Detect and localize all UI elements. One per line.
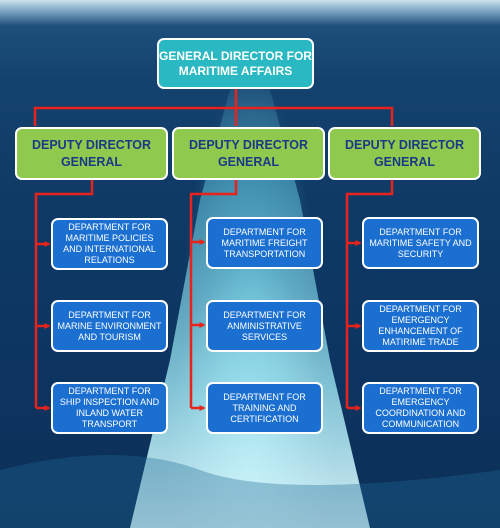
deputy-director-box-1: DEPUTY DIRECTOR GENERAL (15, 127, 168, 180)
department-box-emergency-enhancement: DEPARTMENT FOR EMERGENCY ENHANCEMENT OF … (362, 300, 479, 352)
branch-connector-1 (34, 180, 94, 408)
department-box-marine-environment: DEPARTMENT FOR MARINE ENVIRONMENT AND TO… (51, 300, 168, 352)
general-director-box: GENERAL DIRECTOR FOR MARITIME AFFAIRS (157, 38, 314, 89)
root-connector (33, 89, 394, 126)
department-box-maritime-safety: DEPARTMENT FOR MARITIME SAFETY AND SECUR… (362, 217, 479, 269)
branch-connector-3 (345, 180, 394, 408)
department-box-maritime-freight: DEPARTMENT FOR MARITIME FREIGHT TRANSPOR… (206, 217, 323, 269)
department-box-maritime-policies: DEPARTMENT FOR MARITIME POLICIES AND INT… (51, 218, 168, 270)
branch-connector-2 (189, 180, 238, 408)
deputy-director-box-2: DEPUTY DIRECTOR GENERAL (172, 127, 325, 180)
department-box-training-certification: DEPARTMENT FOR TRAINING AND CERTIFICATIO… (206, 382, 323, 434)
deputy-director-box-3: DEPUTY DIRECTOR GENERAL (328, 127, 481, 180)
department-box-ship-inspection: DEPARTMENT FOR SHIP INSPECTION AND INLAN… (51, 382, 168, 434)
department-box-administrative-services: DEPARTMENT FOR ANMINISTRATIVE SERVICES (206, 300, 323, 352)
department-box-emergency-coordination: DEPARTMENT FOR EMERGENCY COORDINATION AN… (362, 382, 479, 434)
